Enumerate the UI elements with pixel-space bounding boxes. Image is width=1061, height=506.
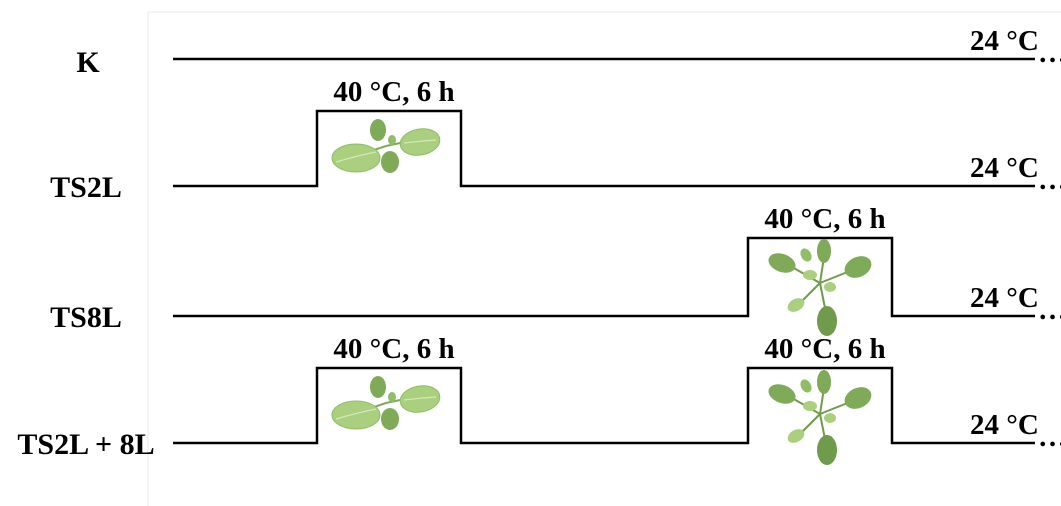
continuation-dots: … [1038, 421, 1061, 453]
row-ts2l: TS2L 40 °C, 6 h 24 °C … [50, 76, 1061, 204]
heat-pulse-label: 40 °C, 6 h [333, 76, 454, 108]
young-seedling-icon [331, 119, 441, 173]
row-ts2l-8l: TS2L + 8L 40 °C, 6 h 40 °C, 6 h 24 °C … [17, 333, 1061, 465]
end-temperature-label: 24 °C [970, 25, 1039, 57]
end-temperature-label: 24 °C [970, 282, 1039, 314]
rosette-plant-icon [768, 370, 872, 465]
row-label: K [76, 46, 100, 79]
temperature-line [173, 366, 1035, 445]
heat-pulse-label: 40 °C, 6 h [764, 333, 885, 365]
end-temperature-label: 24 °C [970, 409, 1039, 441]
row-k: K 24 °C … [76, 25, 1061, 79]
temperature-line [173, 236, 1035, 318]
rosette-plant-icon [768, 239, 872, 336]
young-seedling-icon [331, 376, 441, 430]
temperature-line [173, 109, 1035, 188]
continuation-dots: … [1038, 37, 1061, 69]
row-label: TS8L [50, 301, 122, 334]
end-temperature-label: 24 °C [970, 152, 1039, 184]
row-ts8l: TS8L 40 °C, 6 h 24 °C … [50, 203, 1061, 336]
heat-pulse-label: 40 °C, 6 h [764, 203, 885, 235]
continuation-dots: … [1038, 294, 1061, 326]
row-label: TS2L + 8L [17, 428, 154, 461]
continuation-dots: … [1038, 164, 1061, 196]
row-label: TS2L [50, 171, 122, 204]
heat-pulse-label: 40 °C, 6 h [333, 333, 454, 365]
